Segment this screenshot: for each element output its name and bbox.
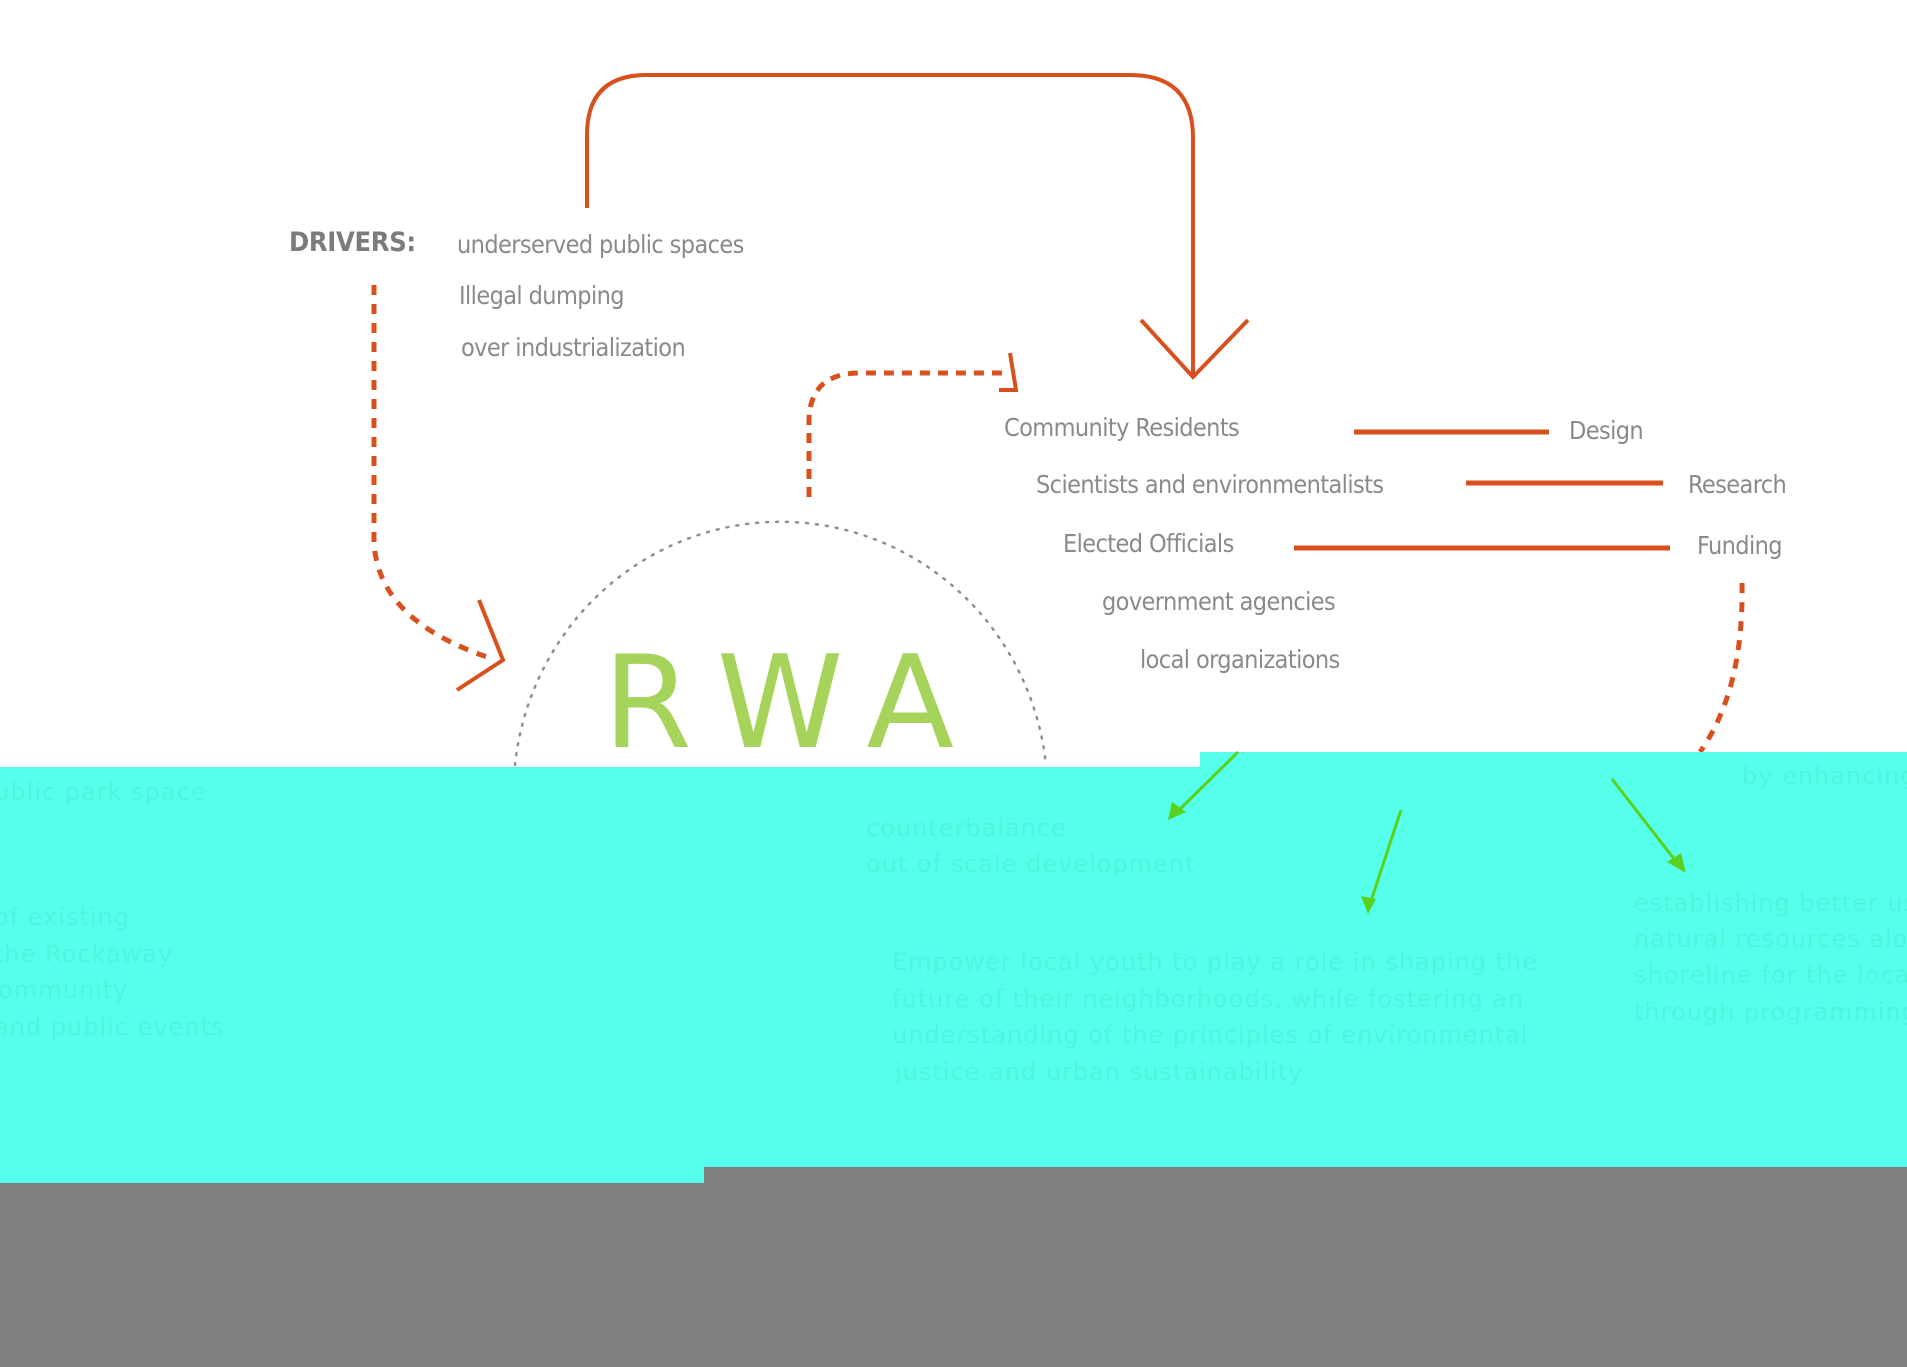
obscured-text: of existing xyxy=(0,903,131,931)
driver-item: Illegal dumping xyxy=(459,281,625,310)
redaction-overlay-left xyxy=(0,767,1201,1183)
funding-to-outcomes-connector xyxy=(1697,582,1745,754)
arrowhead-icon xyxy=(999,352,1019,392)
obscured-text: natural resources along xyxy=(1634,925,1907,953)
obscured-text: by enhancing xyxy=(1742,762,1907,790)
stakeholder-name: local organizations xyxy=(1140,645,1340,674)
outcome-arrow-left xyxy=(1173,750,1240,816)
stakeholder-name: government agencies xyxy=(1102,587,1336,616)
stakeholder-role: Funding xyxy=(1697,531,1783,560)
obscured-text: community xyxy=(0,976,129,1004)
arrowhead-icon xyxy=(455,599,506,692)
obscured-text: through programming xyxy=(1634,998,1907,1026)
obscured-text: Empower local youth to play a role in sh… xyxy=(892,948,1539,976)
obscured-text: and public events xyxy=(0,1013,225,1041)
obscured-text: establishing better use xyxy=(1634,889,1907,917)
outcome-arrow-right xyxy=(1610,778,1680,865)
obscured-text: future of their neighborhoods, while fos… xyxy=(892,985,1525,1013)
footer-overlay-right xyxy=(704,1167,1907,1367)
obscured-text: public park space xyxy=(0,778,207,806)
drivers-to-stakeholders-connector xyxy=(585,73,1195,375)
redaction-overlay-right xyxy=(1200,752,1907,1167)
outcome-arrow-middle xyxy=(1368,809,1403,905)
obscured-text: understanding of the principles of envir… xyxy=(892,1021,1529,1049)
obscured-text: counterbalance xyxy=(866,814,1067,842)
arrowhead-icon xyxy=(1168,802,1186,820)
stakeholder-role: Research xyxy=(1688,470,1787,499)
driver-item: underserved public spaces xyxy=(457,230,744,259)
arrowhead-icon xyxy=(1361,896,1376,914)
stakeholder-name: Scientists and environmentalists xyxy=(1036,470,1384,499)
arrowhead-icon xyxy=(1667,853,1686,873)
drivers-label: DRIVERS: xyxy=(289,227,416,258)
obscured-text: out of scale development xyxy=(866,850,1196,878)
stakeholder-name: Community Residents xyxy=(1004,413,1240,442)
obscured-text: the Rockaway xyxy=(0,940,174,968)
driver-item: over industrialization xyxy=(461,333,686,362)
obscured-text: shoreline for the local xyxy=(1634,961,1907,989)
stakeholder-name: Elected Officials xyxy=(1063,529,1234,558)
arrowhead-icon xyxy=(1139,318,1250,380)
drivers-to-rwa-connector xyxy=(371,285,491,661)
stakeholder-role: Design xyxy=(1569,416,1644,445)
footer-overlay-left xyxy=(0,1183,705,1367)
center-label-rwa: RWA xyxy=(603,629,984,778)
rwa-to-stakeholders-connector xyxy=(806,370,1008,497)
obscured-text: justice and urban sustainability xyxy=(895,1058,1304,1086)
